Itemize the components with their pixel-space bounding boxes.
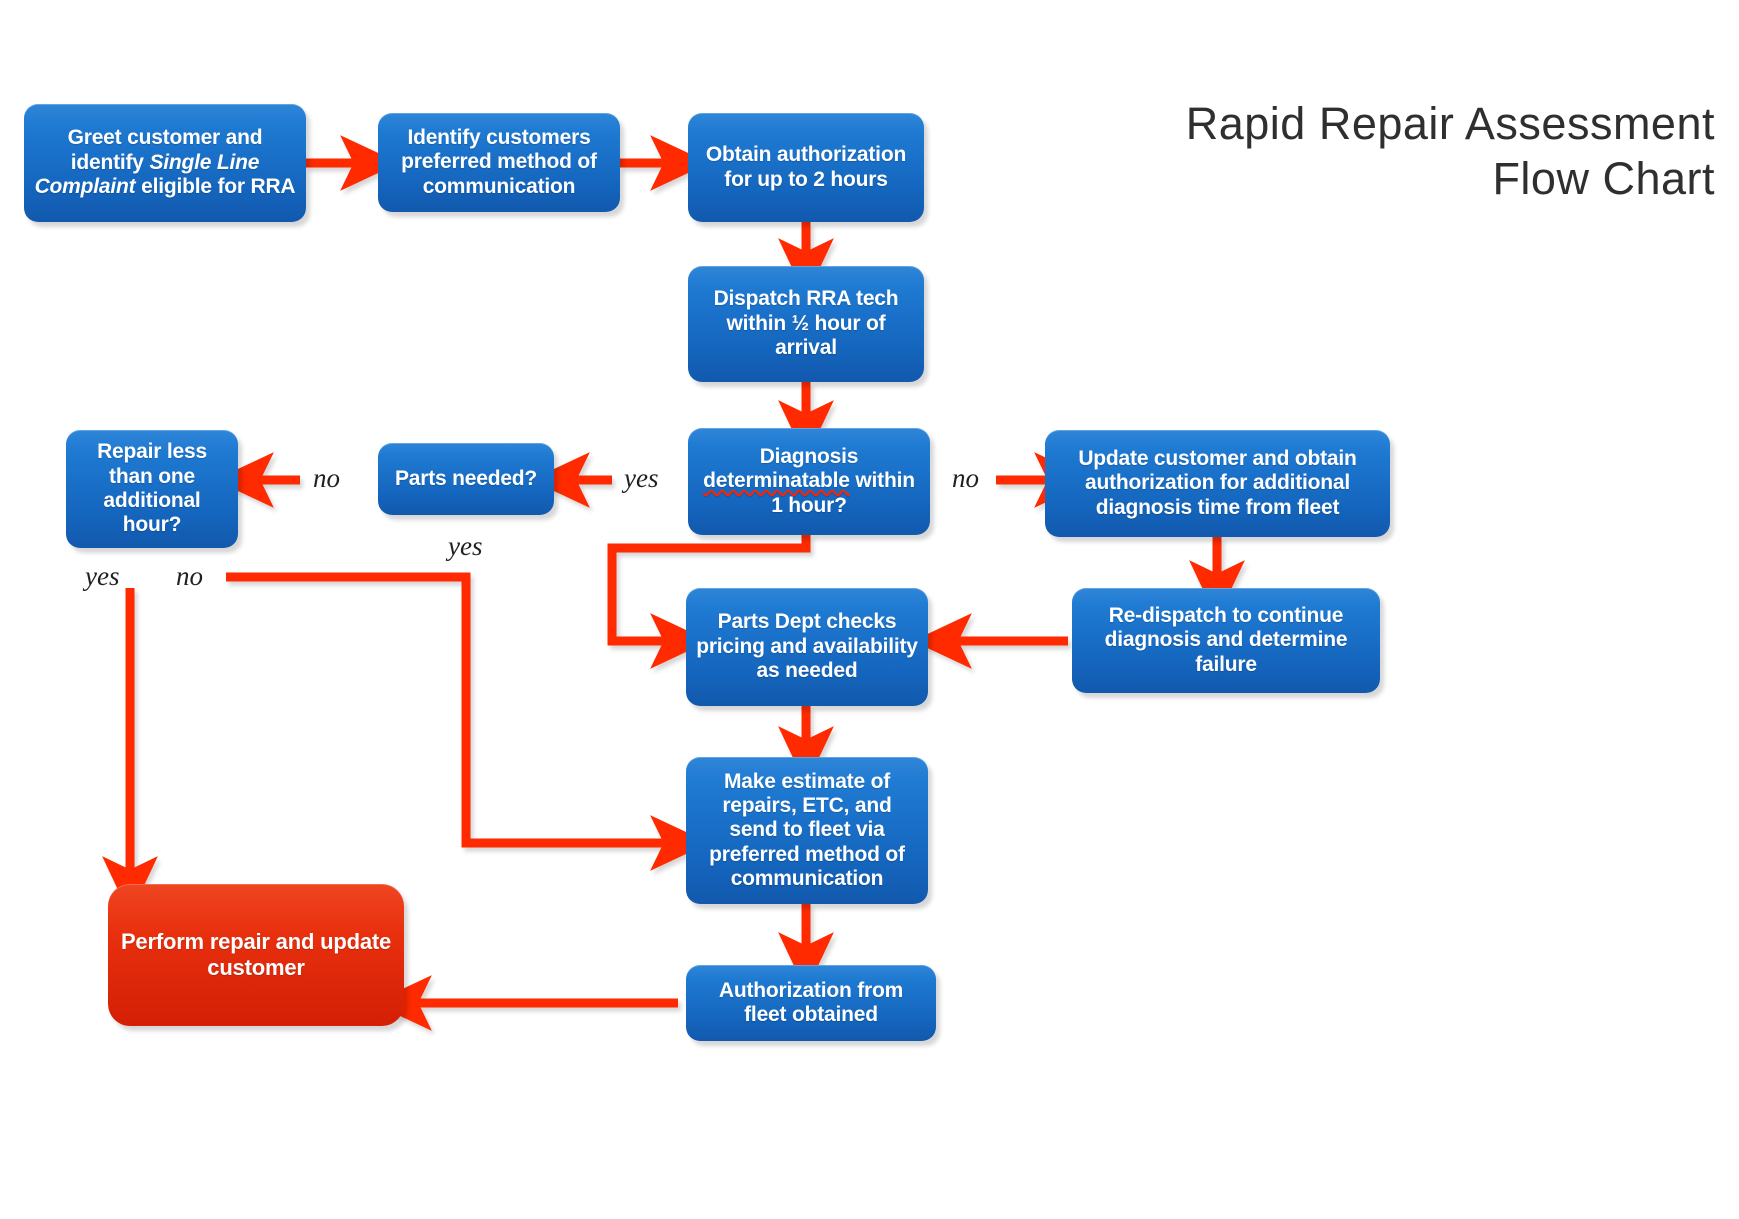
node-update-customer-authorization[interactable]: Update customer and obtain authorization… <box>1045 430 1390 537</box>
node-authorization-obtained[interactable]: Authorization from fleet obtained <box>686 965 936 1041</box>
node-dispatch-rra-tech-label: Dispatch RRA tech within ½ hour of arriv… <box>713 287 899 360</box>
node-identify-communication[interactable]: Identify customers preferred method of c… <box>378 113 620 212</box>
node-make-estimate[interactable]: Make estimate of repairs, ETC, and send … <box>686 757 928 904</box>
edge-diagnosis-yes-to-parts-dept <box>607 535 811 669</box>
node-repair-less-than-hour[interactable]: Repair less than one additional hour? <box>66 430 238 548</box>
page-title: Rapid Repair Assessment Flow Chart <box>1075 96 1715 207</box>
edge-label-repair-less-yes: yes <box>85 561 120 591</box>
node-make-estimate-label: Make estimate of repairs, ETC, and send … <box>709 769 905 891</box>
node-redispatch-continue-diagnosis-label: Re-dispatch to continue diagnosis and de… <box>1104 603 1348 676</box>
node-diagnosis-determinable[interactable]: Diagnosis determinatable within 1 hour? <box>688 428 930 535</box>
edge-label-diagnosis-no: no <box>952 463 979 493</box>
page-title-line1: Rapid Repair Assessment <box>1185 98 1715 149</box>
node-parts-needed-label: Parts needed? <box>394 466 538 490</box>
node-update-customer-authorization-label: Update customer and obtain authorization… <box>1078 446 1357 519</box>
node-obtain-authorization-label: Obtain authorization for up to 2 hours <box>705 143 907 191</box>
edge-repair-less-no-to-make-estimate <box>226 572 710 871</box>
edge-label-parts-needed-no: no <box>313 463 340 493</box>
node-redispatch-continue-diagnosis[interactable]: Re-dispatch to continue diagnosis and de… <box>1072 588 1380 693</box>
node-parts-dept-checks-label: Parts Dept checks pricing and availabili… <box>696 610 918 683</box>
node-diagnosis-determinable-label: Diagnosis determinatable within 1 hour? <box>703 444 915 517</box>
node-greet-customer-label: Greet customer and identify Single Line … <box>34 126 296 199</box>
edge-label-diagnosis-yes: yes <box>624 463 659 493</box>
node-identify-communication-label: Identify customers preferred method of c… <box>401 125 597 198</box>
node-parts-needed[interactable]: Parts needed? <box>378 443 554 515</box>
node-dispatch-rra-tech[interactable]: Dispatch RRA tech within ½ hour of arriv… <box>688 266 924 382</box>
node-greet-customer[interactable]: Greet customer and identify Single Line … <box>24 104 306 222</box>
node-perform-repair-label: Perform repair and update customer <box>120 929 392 980</box>
node-parts-dept-checks[interactable]: Parts Dept checks pricing and availabili… <box>686 588 928 706</box>
page-title-line2: Flow Chart <box>1492 153 1715 205</box>
edge-label-diagnosis-yes-down: yes <box>448 531 483 561</box>
node-obtain-authorization[interactable]: Obtain authorization for up to 2 hours <box>688 113 924 222</box>
node-perform-repair[interactable]: Perform repair and update customer <box>108 884 404 1026</box>
node-authorization-obtained-label: Authorization from fleet obtained <box>718 978 904 1026</box>
node-repair-less-than-hour-label: Repair less than one additional hour? <box>97 440 207 537</box>
edge-label-repair-less-no: no <box>176 561 203 591</box>
